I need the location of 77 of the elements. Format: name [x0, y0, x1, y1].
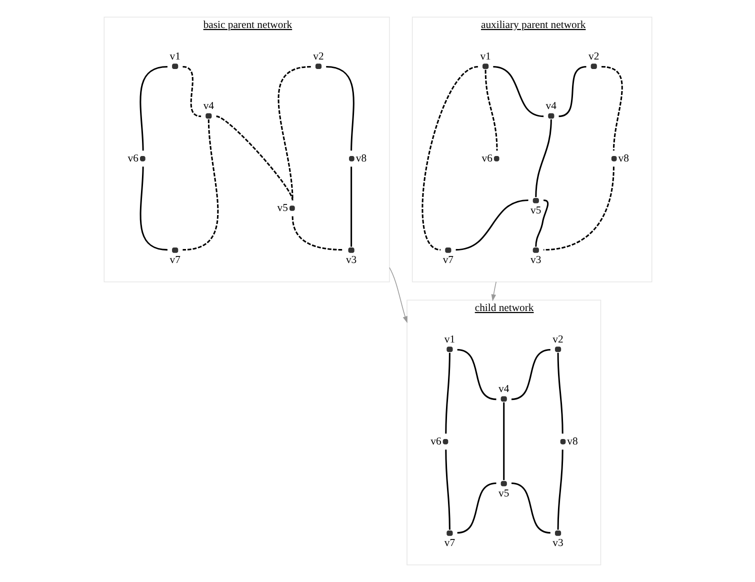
connector [421, 66, 478, 251]
node-circle [348, 156, 354, 162]
connector [326, 66, 354, 151]
node-circle [493, 156, 499, 162]
connector [291, 216, 344, 251]
node-circle [610, 156, 616, 162]
connector [139, 66, 168, 151]
node-label: v5 [530, 204, 541, 216]
node-label: v1 [480, 50, 490, 62]
node-circle [590, 64, 596, 70]
node-label: v8 [618, 152, 628, 164]
node-label: v6 [127, 152, 138, 164]
connector [502, 402, 504, 480]
connector [484, 70, 498, 151]
connector [542, 166, 614, 251]
node-label: v3 [345, 254, 356, 266]
connector [456, 482, 496, 534]
node-label: v2 [552, 333, 563, 346]
connector [556, 352, 563, 434]
connector [558, 66, 586, 118]
connector [534, 199, 548, 247]
node-label: v2 [588, 50, 599, 62]
node-label: v7 [444, 536, 455, 549]
node-circle [548, 113, 554, 119]
connector [510, 482, 550, 534]
node-circle [172, 64, 178, 70]
node-label: v4 [545, 100, 556, 112]
node-circle [482, 64, 488, 70]
node-circle [289, 206, 294, 211]
node-circle [532, 248, 538, 253]
node-label: v6 [481, 152, 492, 164]
connector [444, 450, 450, 530]
node-label: v3 [552, 536, 563, 549]
node-label: v1 [169, 50, 180, 62]
connector [444, 352, 450, 434]
node-circle [205, 113, 212, 119]
node-circle [172, 248, 178, 253]
connector [492, 66, 544, 118]
node-circle [314, 64, 322, 70]
connector [277, 66, 310, 200]
node-circle [444, 248, 451, 253]
node-label: v1 [444, 333, 455, 346]
node-circle [348, 248, 354, 253]
node-circle [500, 396, 506, 402]
connector [350, 166, 352, 247]
connector [182, 119, 218, 251]
node-label: v7 [169, 254, 180, 266]
node-circle [560, 438, 566, 444]
node-circle [446, 530, 452, 536]
node-label: v8 [566, 435, 578, 448]
arrow [388, 267, 407, 324]
node-circle [500, 480, 506, 486]
node-circle [554, 530, 561, 536]
node-circle [446, 346, 452, 352]
node-circle [554, 346, 561, 352]
connector [455, 199, 528, 251]
connector [456, 348, 496, 400]
connector [139, 166, 168, 251]
node-label: v5 [276, 202, 288, 214]
connector [510, 348, 550, 400]
connector [556, 450, 563, 530]
connector [600, 66, 622, 151]
node-label: v5 [498, 487, 509, 500]
node-label: v3 [530, 254, 541, 266]
node-label: v7 [442, 254, 453, 266]
connector [216, 116, 293, 200]
node-label: v2 [312, 50, 324, 62]
node-label: v4 [498, 382, 509, 395]
connector [182, 66, 201, 118]
arrow [490, 281, 496, 302]
connector [534, 119, 552, 198]
node-label: v8 [355, 152, 366, 164]
node-circle [140, 156, 145, 162]
node-circle [532, 198, 538, 204]
node-label: v6 [430, 435, 441, 448]
node-label: v4 [202, 100, 214, 112]
node-circle [442, 438, 448, 444]
